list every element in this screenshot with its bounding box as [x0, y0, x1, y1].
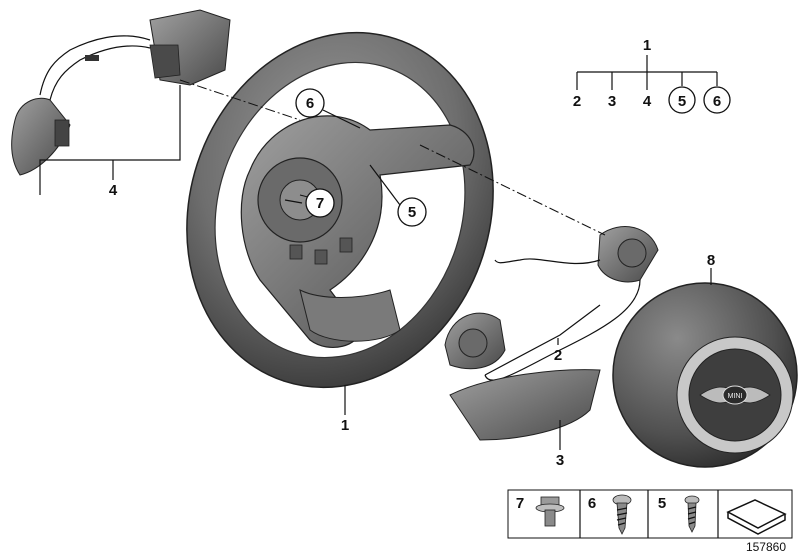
tree-child-5: 5	[678, 93, 686, 110]
cable-harness	[11, 9, 231, 176]
tree-root: 1	[643, 37, 651, 54]
tree-child-2: 2	[573, 93, 581, 110]
tree-child-3: 3	[608, 93, 616, 110]
collar-bolt-icon	[535, 496, 565, 527]
fastener-table: 7 6 5	[507, 489, 793, 539]
callout-8: 8	[707, 252, 715, 269]
tree-child-6-circle	[703, 86, 731, 114]
callout-3: 3	[556, 452, 564, 469]
callout-6-circle	[295, 88, 325, 118]
callout-1: 1	[341, 417, 349, 434]
torx-screw-icon	[612, 494, 632, 535]
callout-6: 6	[306, 95, 314, 112]
callout-5: 5	[408, 204, 416, 221]
callout-2: 2	[554, 347, 562, 364]
airbag-logo-text: MINI	[728, 393, 743, 400]
callout-7-circle	[305, 188, 335, 218]
tree-child-6: 6	[713, 93, 721, 110]
callout-labels: 1 2 3 4 8 6 7 5	[109, 88, 715, 469]
tree-child-5-circle	[668, 86, 696, 114]
assembly-tree: 1 2 3 4 5 6	[573, 37, 731, 114]
document-number: 157860	[745, 540, 786, 554]
callout-7: 7	[316, 195, 324, 212]
airbag: MINI	[612, 282, 798, 468]
shim-icon	[726, 499, 787, 535]
explosion-lines	[179, 79, 606, 236]
callout-4: 4	[109, 182, 118, 199]
trim-cover	[449, 369, 601, 441]
fastener-label-5: 5	[658, 495, 666, 512]
fastener-label-6: 6	[588, 495, 596, 512]
leader-lines	[39, 85, 712, 450]
fastener-label-7: 7	[516, 495, 524, 512]
small-screw-icon	[684, 495, 700, 533]
tree-child-4: 4	[643, 93, 652, 110]
callout-5-circle	[397, 197, 427, 227]
